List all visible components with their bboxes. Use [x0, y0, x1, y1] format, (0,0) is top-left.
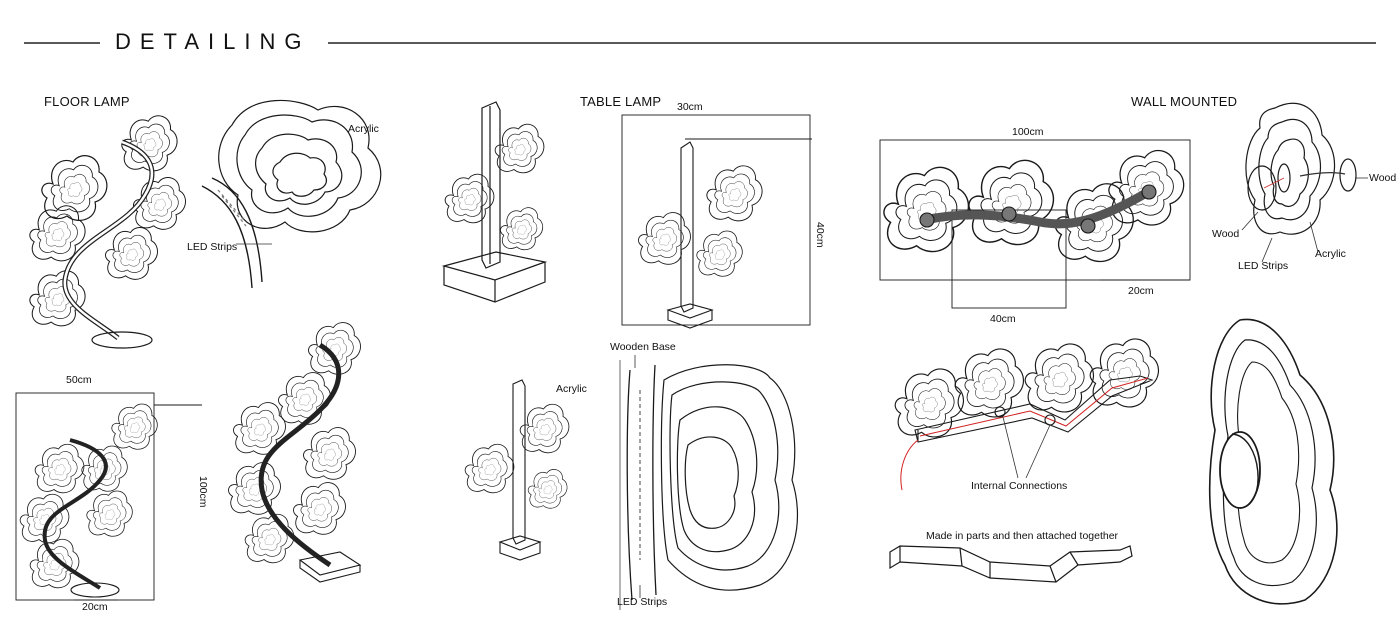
floor-acrylic-label: Acrylic: [348, 123, 379, 135]
wall-mounted-large-side: [1208, 318, 1338, 605]
floor-height-label: 100cm: [197, 476, 209, 508]
wall-mounted-heading: WALL MOUNTED: [1131, 94, 1238, 109]
wall-mounted-front-view: [879, 139, 1191, 309]
wall-led-label: LED Strips: [1238, 260, 1289, 272]
table-lamp-dimension-view: [621, 114, 812, 329]
wall-part-label: 40cm: [990, 313, 1016, 325]
wall-mounted-internal-view: [895, 339, 1158, 491]
wall-depth-label: 20cm: [1128, 285, 1154, 297]
table-acrylic-label: Acrylic: [556, 383, 587, 395]
page-title: DETAILING: [115, 29, 311, 54]
table-lamp-heading: TABLE LAMP: [580, 94, 662, 109]
floor-width-label: 50cm: [66, 374, 92, 386]
wall-mounted-frame-strip: [889, 545, 1133, 583]
floor-base-label: 20cm: [82, 601, 108, 613]
table-leaders: [634, 355, 641, 598]
floor-led-label: LED Strips: [187, 241, 238, 253]
table-height-label: 40cm: [814, 222, 826, 248]
table-lamp-front-view: [465, 379, 569, 561]
table-led-label: LED Strips: [617, 596, 668, 608]
table-wooden-base-label: Wooden Base: [610, 341, 676, 353]
table-width-label: 30cm: [677, 101, 703, 113]
floor-lamp-dimension-view: [15, 392, 202, 601]
wall-note-label: Made in parts and then attached together: [926, 530, 1119, 542]
table-lamp-section-detail: [619, 360, 799, 610]
floor-lamp-sketch-main: [30, 116, 186, 349]
wall-wood-right-label: Wood: [1369, 172, 1397, 184]
internal-leaders: [1002, 416, 1051, 479]
floor-lamp-heading: FLOOR LAMP: [44, 94, 130, 109]
wall-internal-label: Internal Connections: [971, 480, 1068, 492]
wall-mounted-side-detail: [1245, 102, 1357, 235]
table-lamp-perspective: [441, 101, 548, 303]
floor-lamp-detail-acrylic: [201, 99, 382, 289]
floor-lamp-perspective: [228, 323, 362, 583]
wall-width-label: 100cm: [1012, 126, 1044, 138]
wall-side-leaders: [1241, 177, 1368, 263]
wall-wood-left-label: Wood: [1212, 228, 1240, 240]
wall-acrylic-label: Acrylic: [1315, 248, 1346, 260]
